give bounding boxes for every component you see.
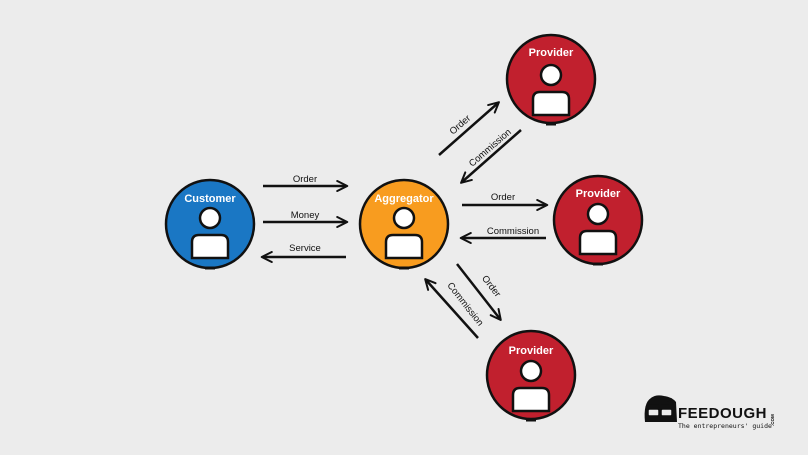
- provider-top-label: Provider: [529, 47, 574, 59]
- provider-mid-label: Provider: [576, 188, 621, 200]
- customer-label: Customer: [184, 193, 236, 205]
- provider-mid-node: Provider: [552, 174, 644, 266]
- arrow-up-left: [424, 278, 479, 339]
- person-icon: [578, 202, 618, 266]
- customer-node: Customer: [164, 178, 256, 270]
- logo-tagline: The entrepreneurs' guide: [678, 422, 772, 430]
- edge-aggregator-service: Service: [260, 243, 346, 263]
- edge-label-mid-order: Order: [491, 192, 515, 203]
- logo-suffix: .COM: [770, 414, 775, 426]
- edge-label-mid-commission: Commission: [487, 226, 539, 237]
- aggregator-label: Aggregator: [374, 193, 434, 205]
- aggregator-node: Aggregator: [358, 178, 450, 270]
- provider-bottom-label: Provider: [509, 345, 554, 357]
- mascot-icon: [644, 395, 677, 422]
- logo-brand: FEEDOUGH: [678, 405, 767, 422]
- edge-label-service: Service: [289, 243, 321, 254]
- edge-mid-commission: Commission: [459, 226, 546, 244]
- provider-top-node: Provider: [505, 33, 597, 126]
- arrow-down-right: [456, 263, 502, 321]
- edge-customer-money: Money: [263, 210, 349, 228]
- edge-mid-order: Order: [462, 192, 549, 211]
- person-icon: [384, 206, 424, 270]
- feedough-logo: FEEDOUGH .COM The entrepreneurs' guide: [644, 395, 775, 430]
- edge-label-order: Order: [293, 174, 317, 185]
- person-icon: [531, 63, 571, 126]
- edge-label-money: Money: [291, 210, 320, 221]
- arrow-up-right: [438, 101, 500, 156]
- edge-customer-order: Order: [263, 174, 349, 192]
- person-icon: [511, 359, 551, 422]
- person-icon: [190, 206, 230, 270]
- arrow-down-left: [460, 129, 522, 184]
- provider-bottom-node: Provider: [485, 329, 577, 422]
